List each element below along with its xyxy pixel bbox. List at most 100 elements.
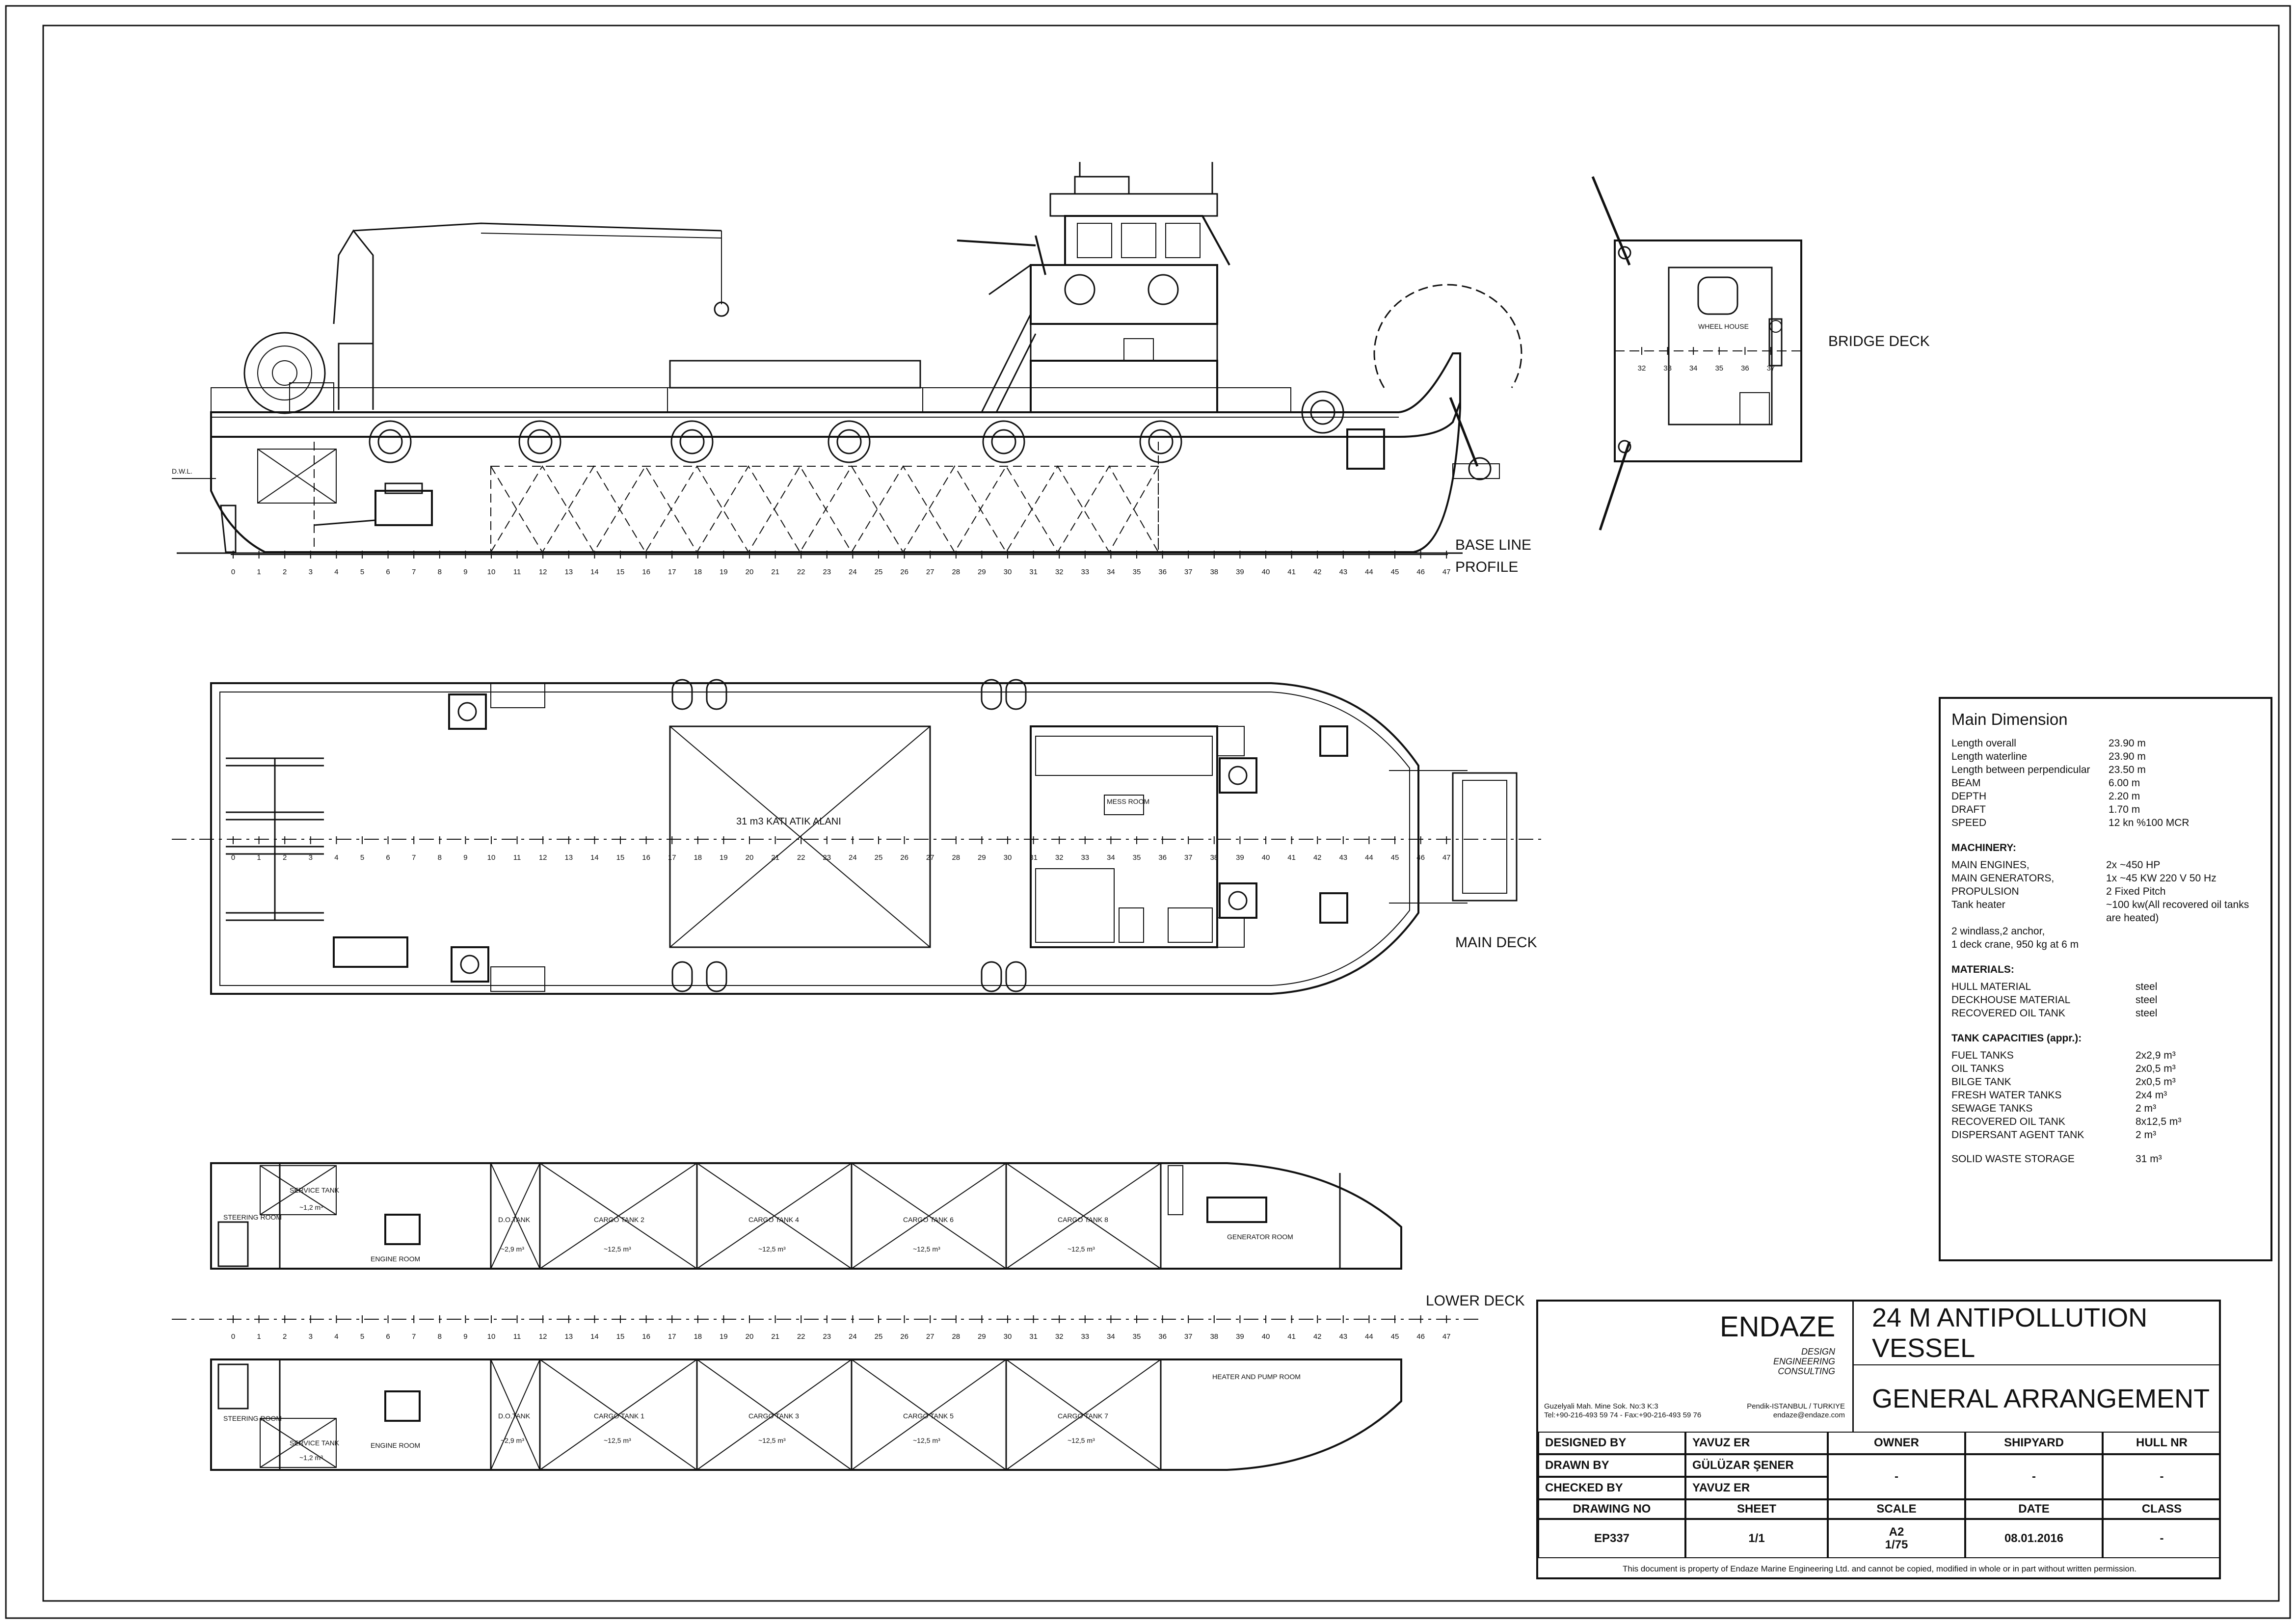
drawing-no-label: DRAWING NO: [1538, 1499, 1685, 1519]
frame-number: 16: [642, 1332, 650, 1341]
hull-nr-value: -: [2103, 1454, 2221, 1499]
frame-number: 10: [487, 853, 496, 862]
project-title: 24 M ANTIPOLLUTION VESSEL: [1852, 1302, 2221, 1365]
profile-view: [172, 162, 1522, 554]
spec-value: 1x ~45 KW 220 V 50 Hz: [2106, 873, 2216, 884]
frame-number: 25: [875, 1332, 883, 1341]
scale-label: SCALE: [1828, 1499, 1965, 1519]
frame-number: 22: [797, 853, 805, 862]
frame-number: 20: [746, 853, 754, 862]
frame-number: 25: [875, 853, 883, 862]
frame-number: 4: [334, 853, 338, 862]
drawing-title: GENERAL ARRANGEMENT: [1872, 1384, 2210, 1413]
frame-number: 9: [463, 1332, 467, 1341]
drawn-by-value: GÜLÜZAR ŞENER: [1685, 1454, 1828, 1477]
frame-number: 37: [1767, 364, 1775, 373]
frame-number: 37: [1184, 568, 1193, 576]
frame-number: 45: [1391, 568, 1399, 576]
frame-number: 39: [1236, 853, 1244, 862]
scale-paper: A2: [1889, 1525, 1904, 1539]
tagline-engineering: ENGINEERING: [1773, 1357, 1835, 1366]
frame-number: 14: [590, 1332, 599, 1341]
frame-number: 33: [1081, 568, 1089, 576]
spec-key: Length overall: [1951, 738, 2016, 749]
frame-number: 31: [1029, 1332, 1038, 1341]
frame-number: 3: [309, 1332, 313, 1341]
frame-number: 19: [720, 1332, 728, 1341]
frame-number: 18: [694, 568, 702, 576]
frame-number: 15: [616, 853, 625, 862]
frame-number: 18: [694, 853, 702, 862]
frame-number: 6: [386, 568, 390, 576]
title-block: ENDAZE DESIGN ENGINEERING CONSULTING Guz…: [1536, 1300, 2221, 1579]
frame-number: 33: [1081, 853, 1089, 862]
wheel-house-label: WHEEL HOUSE: [1698, 322, 1749, 330]
bridge-deck-view: [1591, 176, 1802, 531]
frame-number: 37: [1184, 1332, 1193, 1341]
cargo-tank-4-vol: ~12,5 m³: [758, 1245, 786, 1253]
checked-by-value: YAVUZ ER: [1685, 1477, 1828, 1499]
frame-number: 20: [746, 1332, 754, 1341]
frame-number: 5: [360, 1332, 364, 1341]
frame-number: 26: [900, 568, 908, 576]
cargo-tank-5-vol: ~12,5 m³: [913, 1437, 940, 1444]
frame-number: 42: [1313, 568, 1322, 576]
spec-key: SEWAGE TANKS: [1951, 1103, 2033, 1114]
frame-number: 6: [386, 853, 390, 862]
frame-number: 42: [1313, 853, 1322, 862]
frame-number: 16: [642, 853, 650, 862]
service-tank-label-2: SERVICE TANK: [290, 1439, 340, 1447]
frame-number: 47: [1442, 568, 1451, 576]
spec-value: 2x ~450 HP: [2106, 859, 2161, 871]
frame-number: 34: [1107, 1332, 1115, 1341]
spec-value: 8x12,5 m³: [2136, 1116, 2182, 1127]
frame-number: 12: [539, 1332, 547, 1341]
frame-number: 31: [1029, 853, 1038, 862]
frame-number: 7: [412, 1332, 416, 1341]
frame-number: 28: [952, 568, 960, 576]
spec-key: HULL MATERIAL: [1951, 981, 2031, 992]
frame-number: 26: [900, 1332, 908, 1341]
tank-items-row: BILGE TANK 2x0,5 m³: [1951, 1075, 2260, 1089]
outer-border: [5, 5, 2291, 1619]
frame-number: 24: [849, 853, 857, 862]
frame-number: 15: [616, 1332, 625, 1341]
frame-number: 13: [564, 568, 573, 576]
frame-number: 12: [539, 853, 547, 862]
engine-room-label-1: ENGINE ROOM: [371, 1255, 420, 1263]
frame-number: 34: [1107, 853, 1115, 862]
frame-number: 22: [797, 568, 805, 576]
frame-number: 5: [360, 568, 364, 576]
spec-value: steel: [2136, 994, 2158, 1006]
bridge-deck-label: BRIDGE DECK: [1828, 333, 1930, 349]
frame-number: 28: [952, 853, 960, 862]
spec-key: FUEL TANKS: [1951, 1050, 2014, 1061]
frame-number: 34: [1107, 568, 1115, 576]
frame-number: 8: [438, 853, 442, 862]
frame-number: 14: [590, 568, 599, 576]
disclaimer: This document is property of Endaze Mari…: [1622, 1564, 2137, 1573]
solid-waste-value: 31 m³: [2136, 1153, 2162, 1165]
frame-number: 7: [412, 853, 416, 862]
frame-number: 1: [257, 568, 261, 576]
spec-value: 2x0,5 m³: [2136, 1076, 2176, 1088]
dwl-label: D.W.L.: [172, 467, 192, 475]
do-tank-label-1: D.O.TANK: [498, 1216, 531, 1224]
company-contact: Pendik-ISTANBUL / TURKIYE endaze@endaze.…: [1742, 1402, 1845, 1420]
frame-number: 27: [926, 1332, 934, 1341]
frame-number: 5: [360, 853, 364, 862]
solid-waste-row: SOLID WASTE STORAGE 31 m³: [1951, 1152, 2260, 1166]
cargo-tank-2-vol: ~12,5 m³: [604, 1245, 631, 1253]
frame-number: 37: [1184, 853, 1193, 862]
spec-key: FRESH WATER TANKS: [1951, 1090, 2062, 1101]
main-deck-view: [172, 679, 1546, 995]
cargo-tank-4-label: CARGO TANK 4: [748, 1216, 799, 1224]
spec-key: BILGE TANK: [1951, 1076, 2011, 1088]
company-tagline: DESIGN ENGINEERING CONSULTING: [1762, 1347, 1835, 1376]
